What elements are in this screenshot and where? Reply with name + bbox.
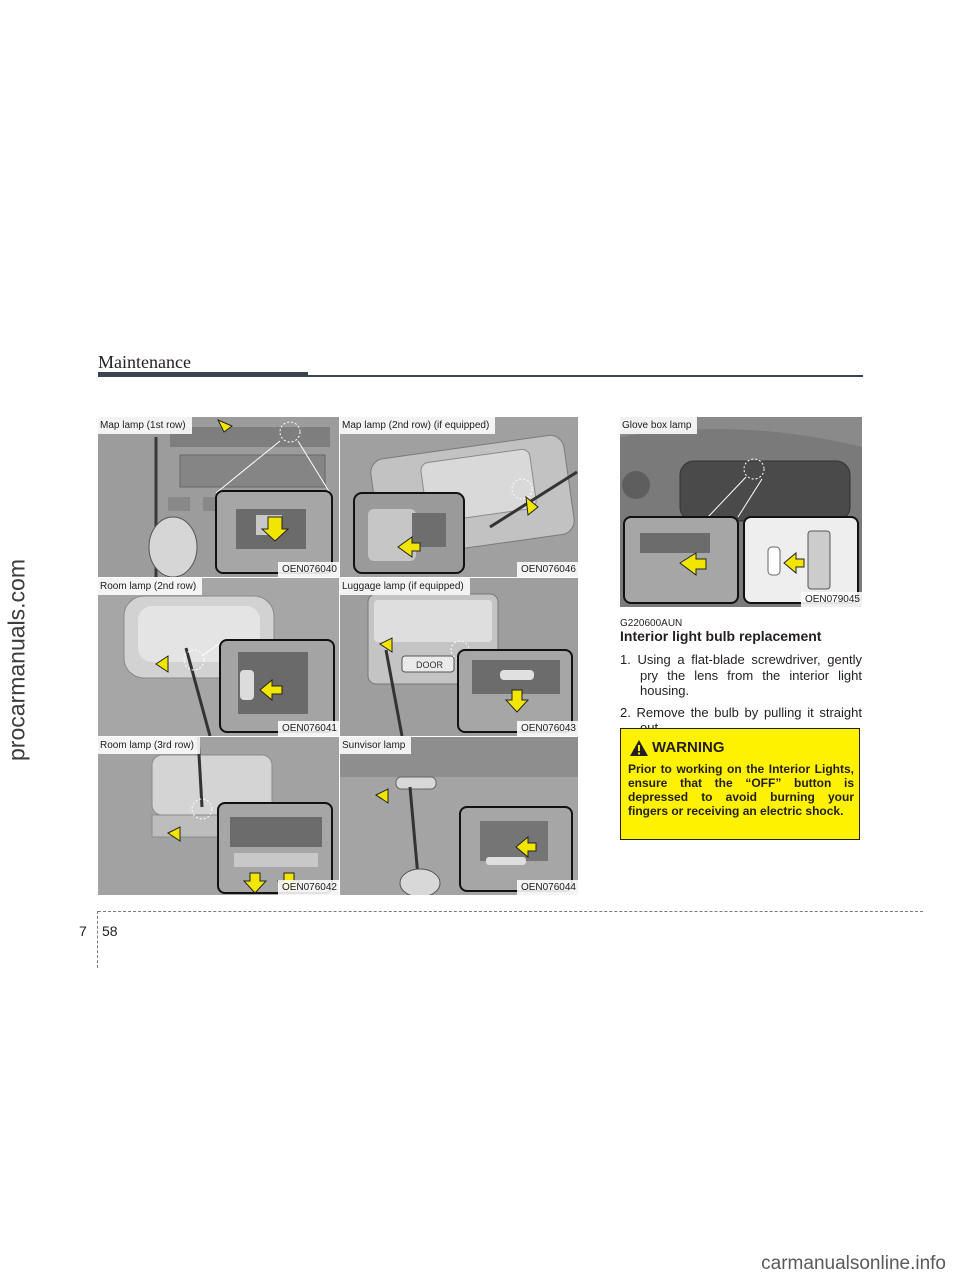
figure-glove-box-lamp: Glove box lamp OEN079045 [620, 417, 862, 607]
figure-illustration [620, 417, 862, 607]
figure-code: OEN076046 [516, 562, 578, 577]
figure-code: OEN076041 [277, 721, 339, 736]
figure-illustration [340, 737, 578, 895]
warning-triangle-icon [629, 739, 649, 757]
figure-illustration [98, 578, 339, 736]
section-heading: Interior light bulb replacement [620, 628, 822, 644]
figure-caption: Map lamp (2nd row) (if equipped) [340, 417, 496, 434]
warning-title: WARNING [652, 739, 725, 756]
header-rule-thick [98, 372, 308, 377]
footer-divider [98, 911, 923, 912]
figure-code: OEN076044 [516, 880, 578, 895]
figure-caption: Room lamp (3rd row) [98, 737, 200, 754]
page-number: 58 [102, 923, 118, 939]
figure-map-lamp-1st-row: Map lamp (1st row) OEN076040 [98, 417, 339, 577]
side-watermark: procarmanuals.com [2, 540, 32, 780]
chapter-number: 7 [79, 923, 87, 939]
svg-text:DOOR: DOOR [416, 660, 444, 670]
bottom-watermark: carmanualsonline.info [761, 1253, 946, 1274]
side-watermark-text: procarmanuals.com [3, 559, 30, 761]
section-title: Maintenance [98, 352, 191, 372]
figure-map-lamp-2nd-row: Map lamp (2nd row) (if equipped) OEN0760… [340, 417, 578, 577]
figure-illustration [340, 417, 578, 577]
instruction-steps: 1. Using a flat-blade screwdriver, gentl… [620, 652, 862, 742]
figure-room-lamp-3rd-row: Room lamp (3rd row) OEN076042 [98, 737, 339, 895]
figure-code: OEN076042 [277, 880, 339, 895]
step-item: 1. Using a flat-blade screwdriver, gentl… [620, 652, 862, 698]
figure-caption: Map lamp (1st row) [98, 417, 192, 434]
figure-illustration: DOOR [340, 578, 578, 736]
warning-body: Prior to working on the Interior Lights,… [628, 762, 854, 818]
figure-caption: Glove box lamp [620, 417, 698, 434]
header-rule-thin [308, 375, 863, 377]
figure-code: OEN079045 [800, 592, 862, 607]
figure-caption: Luggage lamp (if equipped) [340, 578, 470, 595]
figure-caption: Sunvisor lamp [340, 737, 412, 754]
section-code: G220600AUN [620, 618, 683, 629]
figure-illustration [98, 417, 339, 577]
figure-caption: Room lamp (2nd row) [98, 578, 203, 595]
figure-code: OEN076043 [516, 721, 578, 736]
figure-sunvisor-lamp: Sunvisor lamp OEN076044 [340, 737, 578, 895]
figure-illustration [98, 737, 339, 895]
warning-box: WARNING Prior to working on the Interior… [620, 728, 860, 840]
footer-vertical-divider [97, 911, 98, 968]
figure-luggage-lamp: DOOR Luggage lamp (if equipped) OEN07604… [340, 578, 578, 736]
figure-code: OEN076040 [277, 562, 339, 577]
figure-room-lamp-2nd-row: Room lamp (2nd row) OEN076041 [98, 578, 339, 736]
